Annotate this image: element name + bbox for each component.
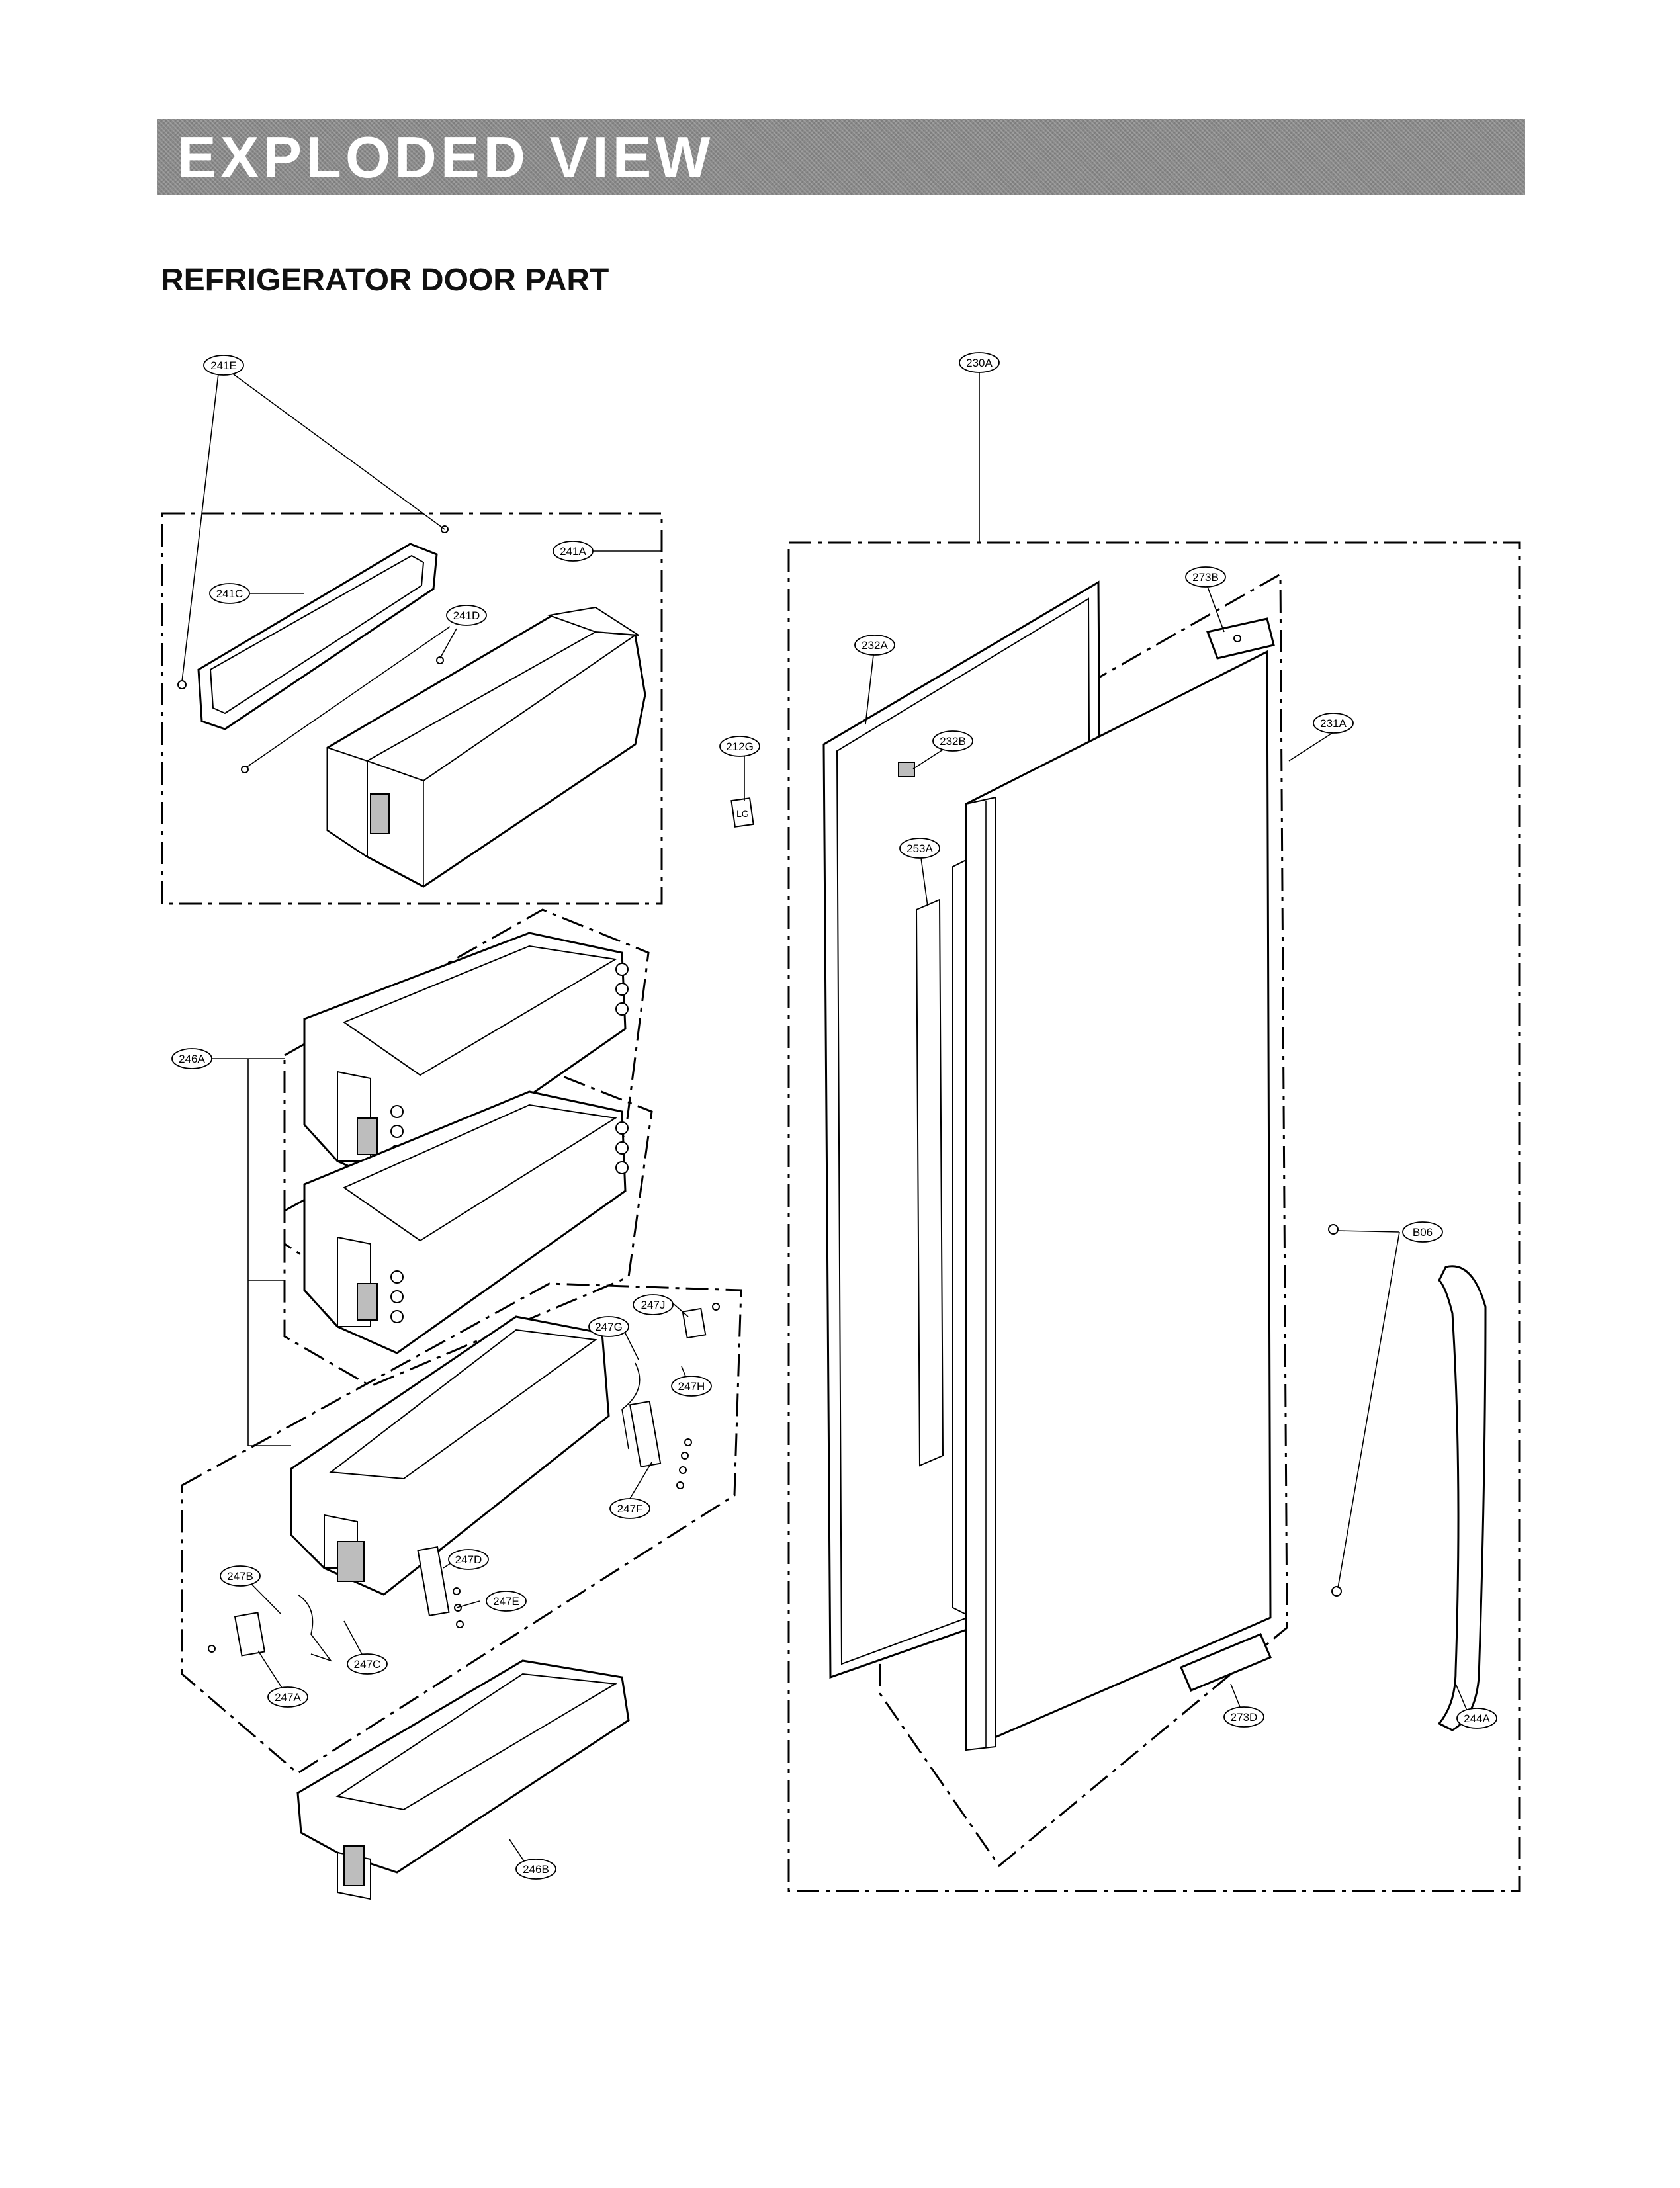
svg-text:273D: 273D [1231, 1711, 1258, 1724]
svg-text:247G: 247G [595, 1321, 623, 1333]
shelf-hardware [208, 1303, 720, 1662]
svg-text:232B: 232B [940, 735, 966, 748]
callout-241D: 241D [446, 605, 487, 626]
hinge-273D [1180, 1633, 1272, 1692]
svg-text:230A: 230A [966, 357, 993, 369]
svg-text:232A: 232A [862, 639, 888, 652]
callout-246B: 246B [515, 1859, 556, 1880]
liner-253A [915, 898, 944, 1467]
basket-cover-241C [197, 543, 438, 730]
svg-text:244A: 244A [1464, 1712, 1490, 1725]
svg-text:247B: 247B [227, 1570, 253, 1583]
callout-247E: 247E [486, 1591, 527, 1612]
callout-231A: 231A [1313, 713, 1354, 734]
callout-241A: 241A [553, 541, 594, 562]
callout-241C: 241C [209, 583, 250, 604]
callout-247H: 247H [671, 1376, 712, 1397]
callout-241E: 241E [203, 355, 244, 376]
callout-247G: 247G [588, 1316, 629, 1337]
callout-247A: 247A [267, 1686, 308, 1708]
frame-230A [787, 541, 1521, 1892]
door-shelf-upper [303, 932, 629, 1189]
svg-text:247E: 247E [493, 1595, 519, 1608]
handle-244A [1437, 1265, 1487, 1731]
section-subtitle: REFRIGERATOR DOOR PART [161, 263, 609, 298]
screws-B06 [1328, 1224, 1342, 1597]
callout-246A: 246A [171, 1048, 212, 1069]
svg-text:246A: 246A [179, 1053, 205, 1065]
callout-212G: 212G [719, 736, 760, 757]
door-panel-231A [952, 650, 1272, 1752]
svg-text:247C: 247C [354, 1658, 381, 1671]
svg-text:241A: 241A [560, 545, 586, 558]
frame-shelf-lower [181, 1282, 742, 1774]
svg-text:273B: 273B [1192, 571, 1219, 584]
svg-text:231A: 231A [1320, 717, 1347, 730]
callout-273D: 273D [1223, 1706, 1264, 1728]
gasket-clip-232B [898, 762, 915, 777]
callout-244A: 244A [1456, 1708, 1497, 1729]
callout-232A: 232A [854, 635, 895, 656]
svg-text:241C: 241C [216, 588, 243, 600]
callout-247B: 247B [220, 1565, 261, 1587]
svg-text:241E: 241E [210, 359, 237, 372]
door-shelf-middle [303, 1090, 629, 1354]
svg-text:247F: 247F [617, 1503, 643, 1515]
section-banner: EXPLODED VIEW [157, 119, 1525, 195]
callout-273B: 273B [1185, 566, 1226, 588]
svg-text:246B: 246B [523, 1863, 549, 1876]
svg-text:247H: 247H [678, 1380, 705, 1393]
svg-text:253A: 253A [906, 842, 933, 855]
callout-232B: 232B [932, 730, 973, 752]
callout-247J: 247J [633, 1294, 674, 1315]
frame-241A [161, 512, 663, 905]
callout-247F: 247F [609, 1498, 650, 1519]
door-bin-246B [296, 1659, 630, 1900]
svg-text:B06: B06 [1413, 1226, 1433, 1239]
door-shelf-lower [290, 1315, 610, 1596]
logo-badge-text: LG [736, 809, 749, 819]
callout-B06: B06 [1402, 1221, 1443, 1243]
banner-title: EXPLODED VIEW [177, 124, 715, 190]
svg-text:241D: 241D [453, 609, 480, 622]
svg-text:212G: 212G [726, 740, 754, 753]
callout-230A: 230A [959, 352, 1000, 373]
callout-247D: 247D [448, 1549, 489, 1570]
logo-badge-212G: LG [730, 797, 754, 828]
svg-text:247J: 247J [641, 1299, 666, 1311]
callout-247C: 247C [347, 1653, 388, 1675]
callout-253A: 253A [899, 838, 940, 859]
svg-text:247A: 247A [275, 1691, 301, 1704]
svg-text:247D: 247D [455, 1553, 482, 1566]
basket-bin-241 [326, 606, 646, 888]
hinge-273B [1206, 617, 1275, 660]
